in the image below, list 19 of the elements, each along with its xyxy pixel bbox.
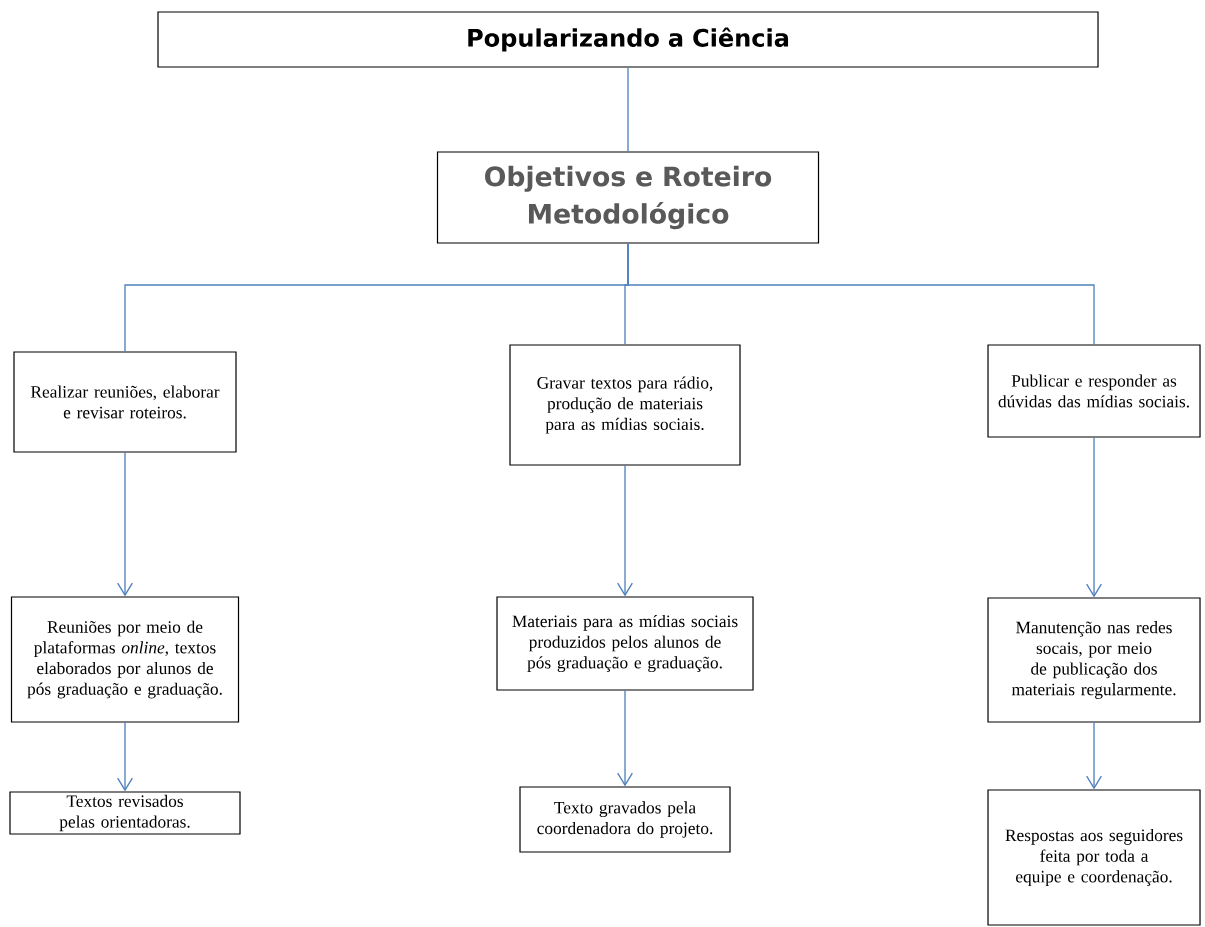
process-box: Respostas aos seguidores feita por toda a equipe e coordenação. <box>987 789 1201 926</box>
process-box: Materiais para as mídias sociais produzidos pelos alunos de pós graduação e graduação. <box>496 596 754 691</box>
connector-line <box>627 66 629 153</box>
process-box: Textos revisados pelas orientadoras. <box>9 791 241 835</box>
process-box: Texto gravados pela coordenadora do projeto. <box>519 786 731 853</box>
arrow <box>117 721 133 792</box>
arrow <box>117 451 133 597</box>
arrow <box>1086 436 1102 598</box>
title-box: Popularizando a Ciência <box>157 11 1099 68</box>
process-box: Reuniões por meio de plataformas online, textos elaborados por alunos de pós graduação e graduação. <box>10 596 240 723</box>
connector-line <box>627 242 1095 346</box>
arrow <box>1086 721 1102 790</box>
process-box: Manutenção nas redes socais, por meio de publicação dos materiais regularmente. <box>987 597 1201 723</box>
arrow <box>617 689 633 787</box>
arrow <box>617 464 633 597</box>
process-box: Publicar e responder as dúvidas das mídias sociais. <box>987 344 1201 438</box>
process-box: Gravar textos para rádio, produção de materiais para as mídias sociais. <box>509 344 741 466</box>
process-box: Realizar reuniões, elaborar e revisar roteiros. <box>13 351 237 453</box>
heading-box: Objetivos e Roteiro Metodológico <box>436 151 820 244</box>
